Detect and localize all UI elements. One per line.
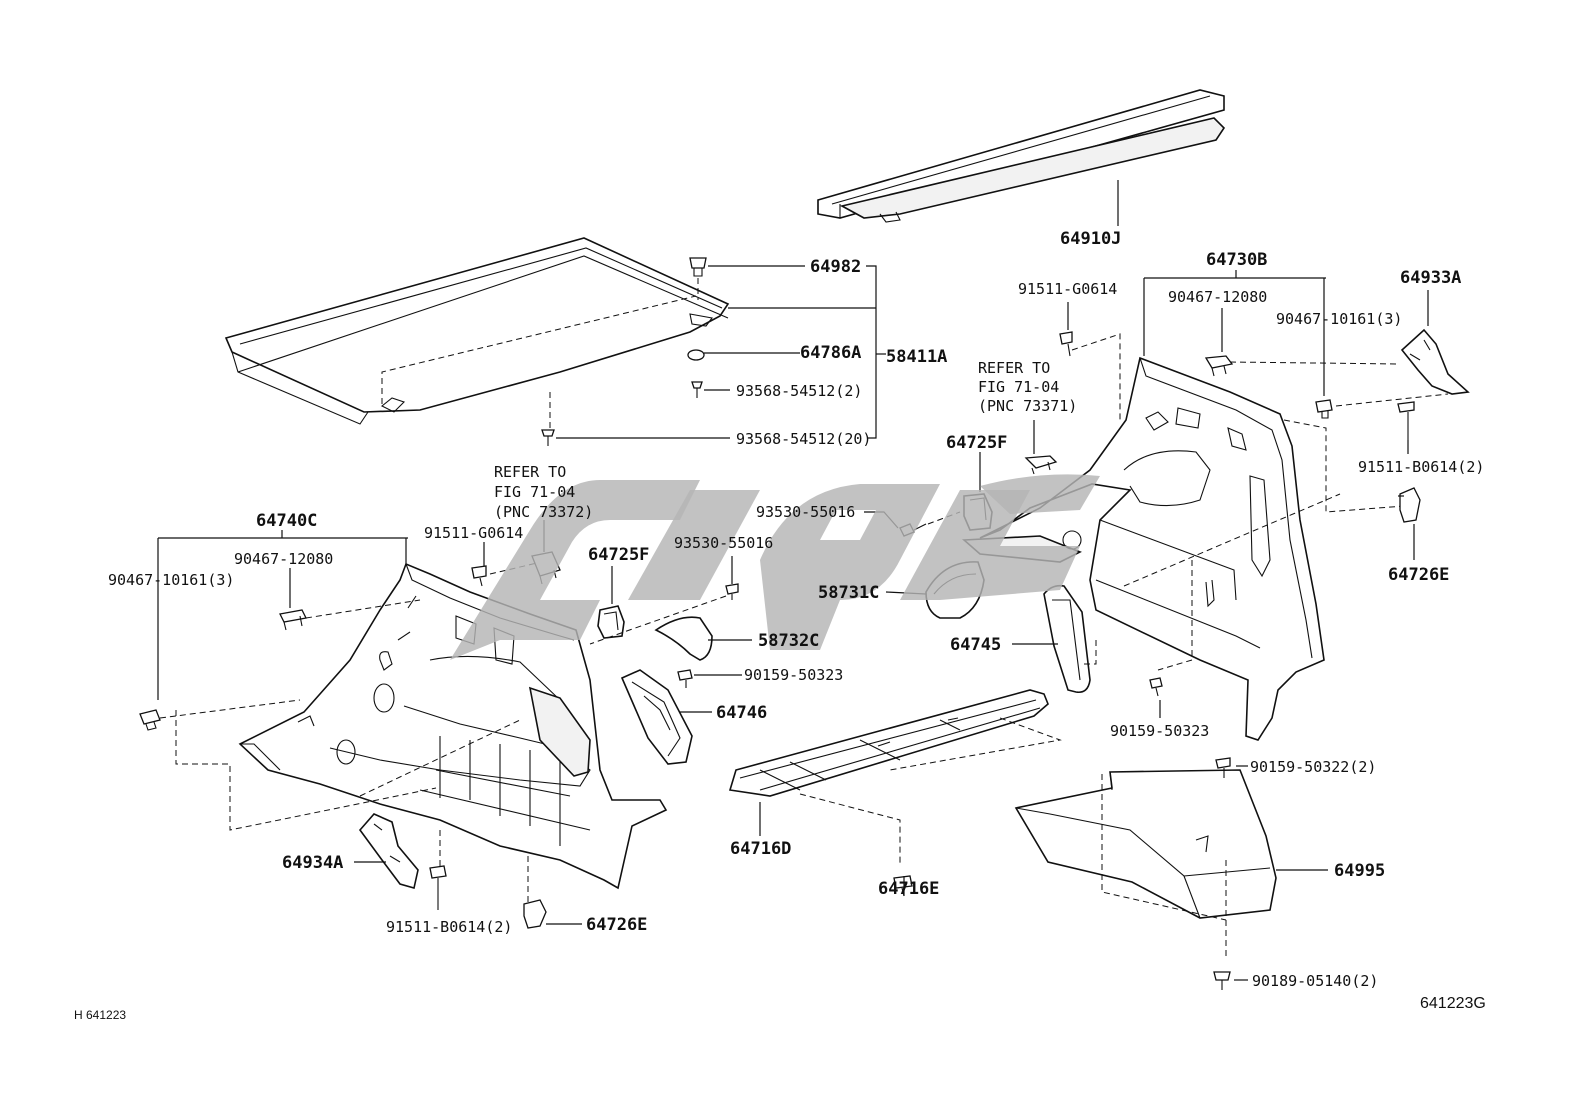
ref-right-line-3: (PNC 73371) [978, 397, 1077, 415]
clip-64982 [689, 257, 707, 277]
sill-plate [728, 689, 1049, 797]
label-64716D: 64716D [730, 839, 791, 859]
label-64786A: 64786A [800, 343, 861, 363]
clip-64726E-left [523, 899, 547, 929]
label-90467-10161-left: 90467-10161(3) [108, 571, 234, 589]
label-90467-12080-right: 90467-12080 [1168, 288, 1267, 306]
package-tray [224, 237, 730, 425]
label-64725F-left: 64725F [588, 545, 649, 565]
bolt-91511-b0614-left [429, 865, 447, 910]
ref-right-line-1: REFER TO [978, 359, 1050, 377]
label-58732C: 58732C [758, 631, 819, 651]
diagram-code-left: H 641223 [74, 1008, 126, 1022]
label-90467-12080-left: 90467-12080 [234, 550, 333, 568]
label-64933A: 64933A [1400, 268, 1461, 288]
panel-64745 [1043, 584, 1091, 694]
bolt-91511-g0614-right [1059, 331, 1073, 357]
tonneau-cover [817, 89, 1226, 223]
screw-93568-a [691, 381, 703, 398]
label-64995: 64995 [1334, 861, 1385, 881]
label-93530-55016-right: 93530-55016 [756, 503, 855, 521]
bracket-64933A [1400, 328, 1470, 395]
bracket-64934A [358, 813, 419, 890]
panel-64746 [620, 669, 693, 765]
ref-right-line-2: FIG 71-04 [978, 378, 1059, 396]
label-64740C: 64740C [256, 511, 317, 531]
label-90159-50322: 90159-50322(2) [1250, 758, 1376, 776]
ref-left-line-1: REFER TO [494, 463, 566, 481]
watermark-logo [450, 474, 1100, 660]
label-64725F-right: 64725F [946, 433, 1007, 453]
deck-tray [1014, 769, 1277, 919]
cover-58732C [654, 616, 713, 661]
screw-90159-50323-right [1149, 677, 1163, 697]
bolt-91511-g0614-left [471, 565, 487, 587]
screw-90159-50322 [1215, 757, 1231, 778]
clip-64726E-right [1399, 487, 1421, 523]
label-64910J: 64910J [1060, 229, 1121, 249]
label-64730B: 64730B [1206, 250, 1267, 270]
label-93568-54512-20: 93568-54512(20) [736, 430, 871, 448]
bolt-91511-b0614-right [1397, 401, 1415, 440]
label-64745: 64745 [950, 635, 1001, 655]
clip-90467-12080-right [1204, 355, 1234, 377]
clip-64725F-left [597, 605, 625, 639]
label-64982: 64982 [810, 257, 861, 277]
label-64726E-left: 64726E [586, 915, 647, 935]
label-90159-50323-left: 90159-50323 [744, 666, 843, 684]
label-64934A: 64934A [282, 853, 343, 873]
label-90159-50323-right: 90159-50323 [1110, 722, 1209, 740]
label-93568-54512-2: 93568-54512(2) [736, 382, 862, 400]
label-64716E: 64716E [878, 879, 939, 899]
ref-left-line-2: FIG 71-04 [494, 483, 575, 501]
label-91511-b0614-left: 91511-B0614(2) [386, 918, 512, 936]
left-quarter-trim [238, 562, 668, 890]
screw-93530-left [725, 583, 739, 600]
screw-90159-50323-left [677, 669, 693, 688]
label-91511-g0614-right: 91511-G0614 [1018, 280, 1117, 298]
label-58411A: 58411A [886, 347, 947, 367]
label-64726E-right: 64726E [1388, 565, 1449, 585]
clip-ref-73371 [1024, 455, 1058, 475]
ref-left-line-3: (PNC 73372) [494, 503, 593, 521]
clip-64716E [893, 875, 913, 897]
label-91511-g0614-left: 91511-G0614 [424, 524, 523, 542]
clip-90467-12080-left [279, 609, 307, 631]
screw-93568-b [541, 429, 555, 446]
clip-90467-10161-left [139, 709, 161, 731]
label-91511-b0614-right: 91511-B0614(2) [1358, 458, 1484, 476]
fastener-90189 [1213, 971, 1231, 990]
clip-90467-10161-right [1315, 399, 1333, 419]
diagram-code-right: 641223G [1420, 995, 1486, 1012]
label-90189-05140: 90189-05140(2) [1252, 972, 1378, 990]
label-90467-10161-right: 90467-10161(3) [1276, 310, 1402, 328]
label-64746: 64746 [716, 703, 767, 723]
label-58731C: 58731C [818, 583, 879, 603]
label-93530-55016-left: 93530-55016 [674, 534, 773, 552]
